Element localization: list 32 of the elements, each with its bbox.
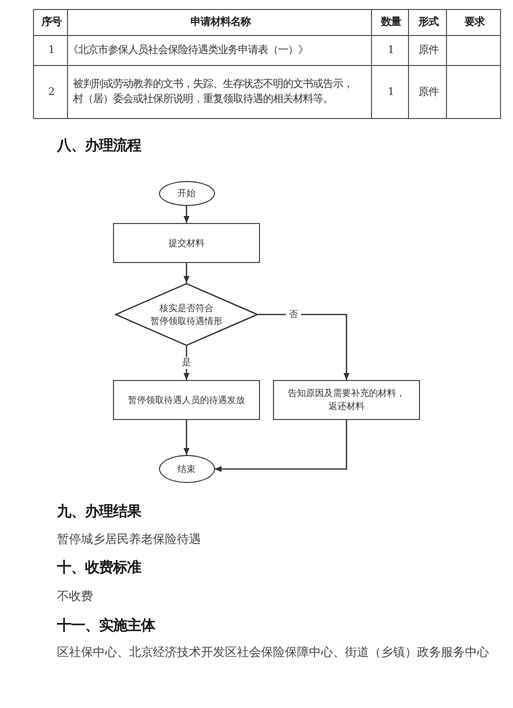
table-cell: 原件 — [408, 36, 446, 66]
process-box: 提交材料 — [113, 223, 260, 263]
section-heading: 九、办理结果 — [57, 503, 141, 521]
body-text: 不收费 — [57, 588, 93, 604]
edge-label: 否 — [286, 308, 301, 320]
table-cell: 被判刑或劳动教养的文书，失踪、生存状态不明的文书或告示，村（居）委会或社保所说明，重复领取待遇的相关材料等。 — [68, 66, 372, 118]
body-text: 区社保中心、北京经济技术开发区社会保险保障中心、街道（乡镇）政务服务中心 — [57, 644, 489, 660]
table-cell: 《北京市参保人员社会保险待遇类业务申请表（一）》 — [68, 36, 372, 66]
section-heading: 十、收费标准 — [57, 559, 141, 577]
decision-diamond: 核实是否符合暂停领取待遇情形 — [115, 283, 258, 346]
section-heading: 八、办理流程 — [57, 137, 141, 155]
end-oval: 结束 — [158, 455, 214, 483]
column-header: 序号 — [34, 10, 68, 36]
start-oval: 开始 — [158, 181, 214, 206]
arrow — [258, 314, 350, 380]
arrow — [184, 206, 190, 223]
process-box: 暂停领取待遇人员的待遇发放 — [113, 380, 260, 420]
arrow — [184, 263, 190, 283]
table-cell: 原件 — [408, 66, 446, 118]
column-header: 数量 — [372, 10, 408, 36]
table-cell: 1 — [34, 36, 68, 66]
body-text: 暂停城乡居民养老保险待遇 — [57, 531, 201, 547]
column-header: 要求 — [446, 10, 500, 36]
table-cell: 2 — [34, 66, 68, 118]
table-cell: 1 — [372, 66, 408, 118]
process-box: 告知原因及需要补充的材料，返还材料 — [273, 380, 420, 420]
table-cell: 1 — [372, 36, 408, 66]
column-header: 申请材料名称 — [68, 10, 372, 36]
section-heading: 十一、实施主体 — [57, 617, 155, 635]
column-header: 形式 — [408, 10, 446, 36]
arrow — [184, 420, 190, 455]
arrow — [214, 420, 348, 472]
